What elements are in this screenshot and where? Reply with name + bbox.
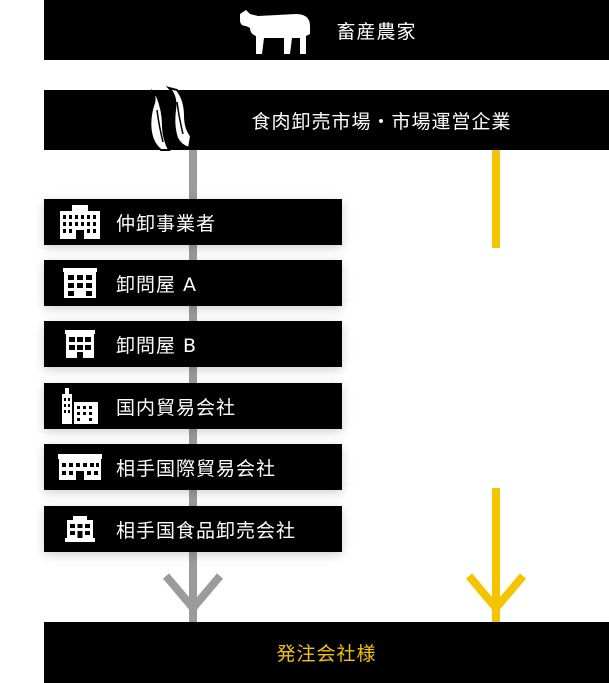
ordering-company-bar: 発注会社様 <box>44 622 609 683</box>
small-building-icon <box>65 516 95 542</box>
office-building-icon <box>60 205 100 239</box>
market-label: 食肉卸売市場・市場運営企業 <box>251 110 512 133</box>
step-box-domestic-trading-company: 国内貿易会社 <box>44 383 342 429</box>
step-label: 相手国食品卸売会社 <box>116 519 297 542</box>
step-box-intermediate-wholesaler: 仲卸事業者 <box>44 199 342 245</box>
building-icon <box>63 268 97 298</box>
step-box-wholesaler-a: 卸問屋 A <box>44 260 342 306</box>
step-box-wholesaler-b: 卸問屋 B <box>44 321 342 367</box>
step-label: 仲卸事業者 <box>116 212 217 235</box>
cow-icon <box>240 10 311 54</box>
livestock-farmer-label: 畜産農家 <box>336 20 417 43</box>
livestock-farmer-bar: 畜産農家 <box>44 0 609 60</box>
step-label: 卸問屋 B <box>116 334 198 357</box>
step-box-partner-food-wholesaler: 相手国食品卸売会社 <box>44 506 342 552</box>
ordering-company-label: 発注会社様 <box>276 643 377 665</box>
step-box-partner-trading-company: 相手国際貿易会社 <box>44 444 342 490</box>
step-label: 卸問屋 A <box>116 273 198 296</box>
step-label: 相手国際貿易会社 <box>116 457 277 480</box>
step-label: 国内貿易会社 <box>116 396 237 419</box>
meat-market-bar: 食肉卸売市場・市場運営企業 <box>44 90 609 150</box>
wide-building-icon <box>58 454 102 480</box>
gray-arrow-head <box>162 573 224 615</box>
tower-building-icon <box>62 388 98 424</box>
yellow-arrow-head <box>465 573 527 615</box>
yellow-flow-line-bottom <box>492 488 500 622</box>
building-icon <box>65 330 95 358</box>
meat-icon <box>149 86 193 151</box>
yellow-flow-line-top <box>492 150 500 248</box>
